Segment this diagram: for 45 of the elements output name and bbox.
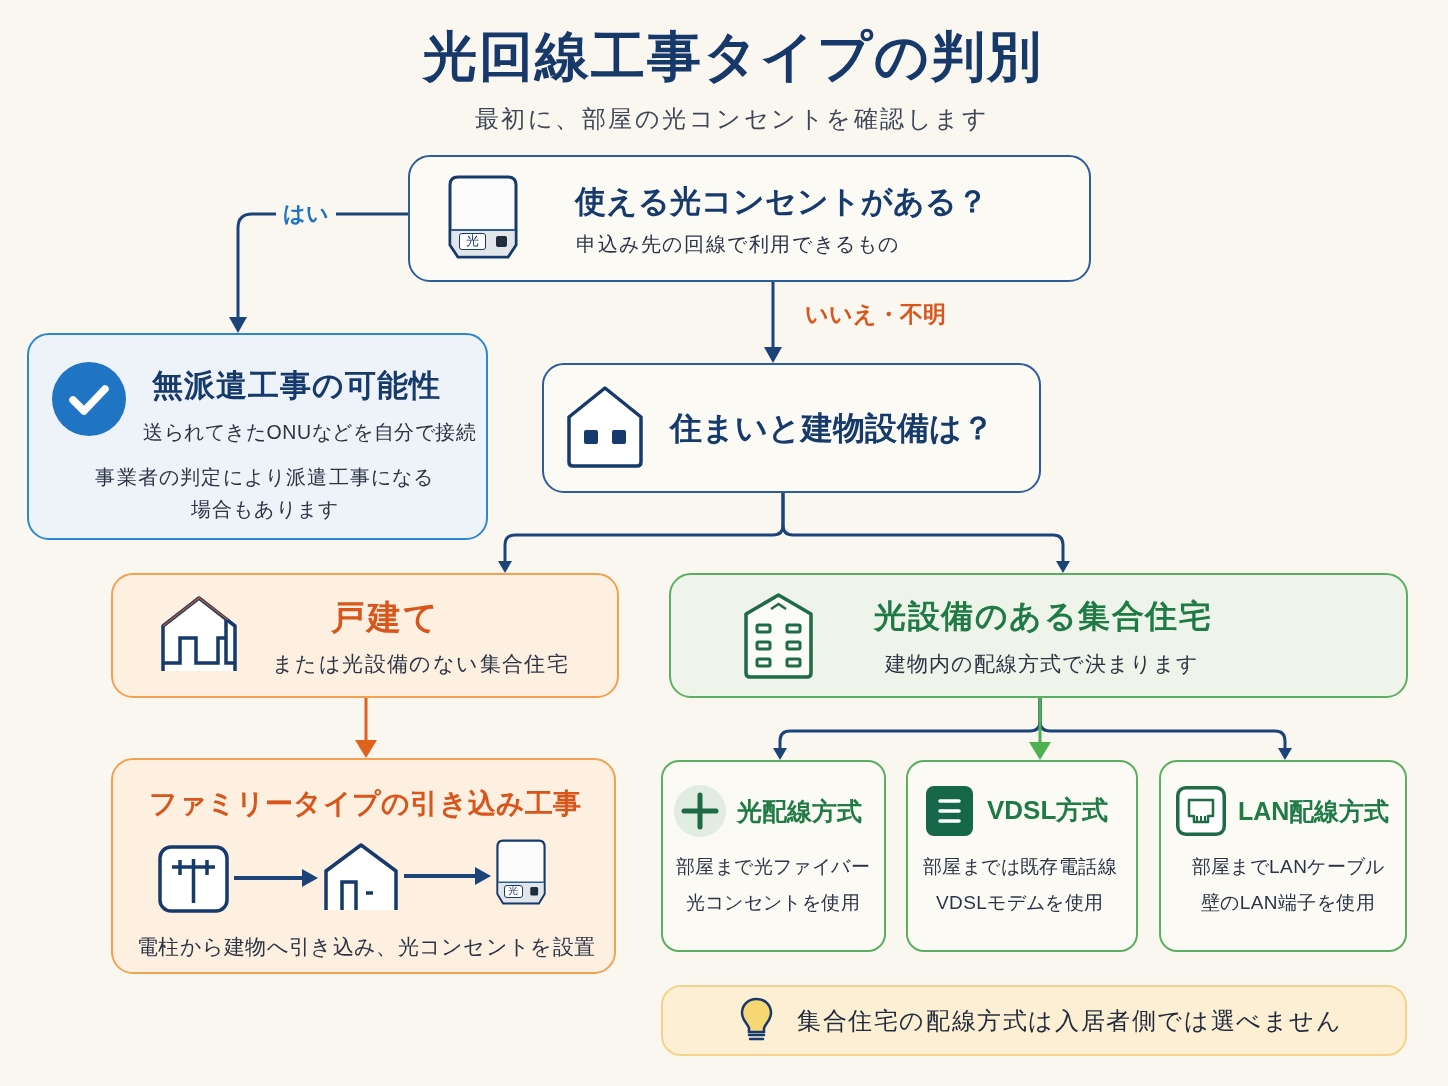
utility-pole-icon <box>158 845 229 913</box>
method-box <box>906 760 1138 952</box>
description: 部屋まで光ファイバー <box>676 854 870 879</box>
result-box <box>27 333 488 540</box>
category-box <box>669 573 1408 698</box>
description: 電柱から建物へ引き込み、光コンセントを設置 <box>137 933 596 960</box>
description: 光コンセントを使用 <box>685 890 861 915</box>
heading: LAN配線方式 <box>1238 795 1390 827</box>
result-box <box>111 758 616 974</box>
description: 事業者の判定により派遣工事になる場合もあります <box>94 465 436 522</box>
heading: VDSL方式 <box>987 794 1109 827</box>
subtitle: 最初に、部屋の光コンセントを確認します <box>474 103 989 134</box>
heading: 使える光コンセントがある？ <box>575 183 988 221</box>
method-box <box>661 760 886 952</box>
category-box <box>111 573 619 698</box>
description: または光設備のない集合住宅 <box>272 650 570 677</box>
arrow <box>764 282 782 363</box>
arrow <box>355 698 377 758</box>
heading: 光設備のある集合住宅 <box>874 597 1212 636</box>
description: 部屋までLANケーブル <box>1191 854 1385 879</box>
description: 部屋までは既存電話線 <box>923 854 1117 879</box>
edge-label: いいえ・不明 <box>805 300 946 329</box>
outlet-icon: 光 <box>448 175 518 259</box>
method-box <box>1159 760 1407 952</box>
question-box <box>408 155 1091 282</box>
question-box <box>542 363 1041 493</box>
arrow <box>1029 698 1051 760</box>
description: 建物内の配線方式で決まります <box>885 650 1199 677</box>
heading: ファミリータイプの引き込み工事 <box>148 787 582 821</box>
heading: 戸建て <box>330 597 440 638</box>
heading: 光配線方式 <box>737 795 862 827</box>
outlet-icon: 光 <box>496 839 546 905</box>
note-text: 集合住宅の配線方式は入居者側では選べません <box>797 1005 1343 1036</box>
heading: 住まいと建物設備は？ <box>670 409 994 448</box>
arrow <box>781 493 1070 573</box>
note-box <box>661 985 1407 1056</box>
description: 壁のLAN端子を使用 <box>1201 890 1375 915</box>
description: 送られてきたONUなどを自分で接続 <box>143 419 477 445</box>
house-icon <box>323 842 399 911</box>
description: 申込み先の回線で利用できるもの <box>576 232 900 257</box>
description: VDSLモデムを使用 <box>936 890 1104 915</box>
arrow <box>404 867 491 885</box>
title: 光回線工事タイプの判別 <box>423 25 1043 88</box>
arrow <box>234 869 318 887</box>
heading: 無派遣工事の可能性 <box>152 367 441 405</box>
